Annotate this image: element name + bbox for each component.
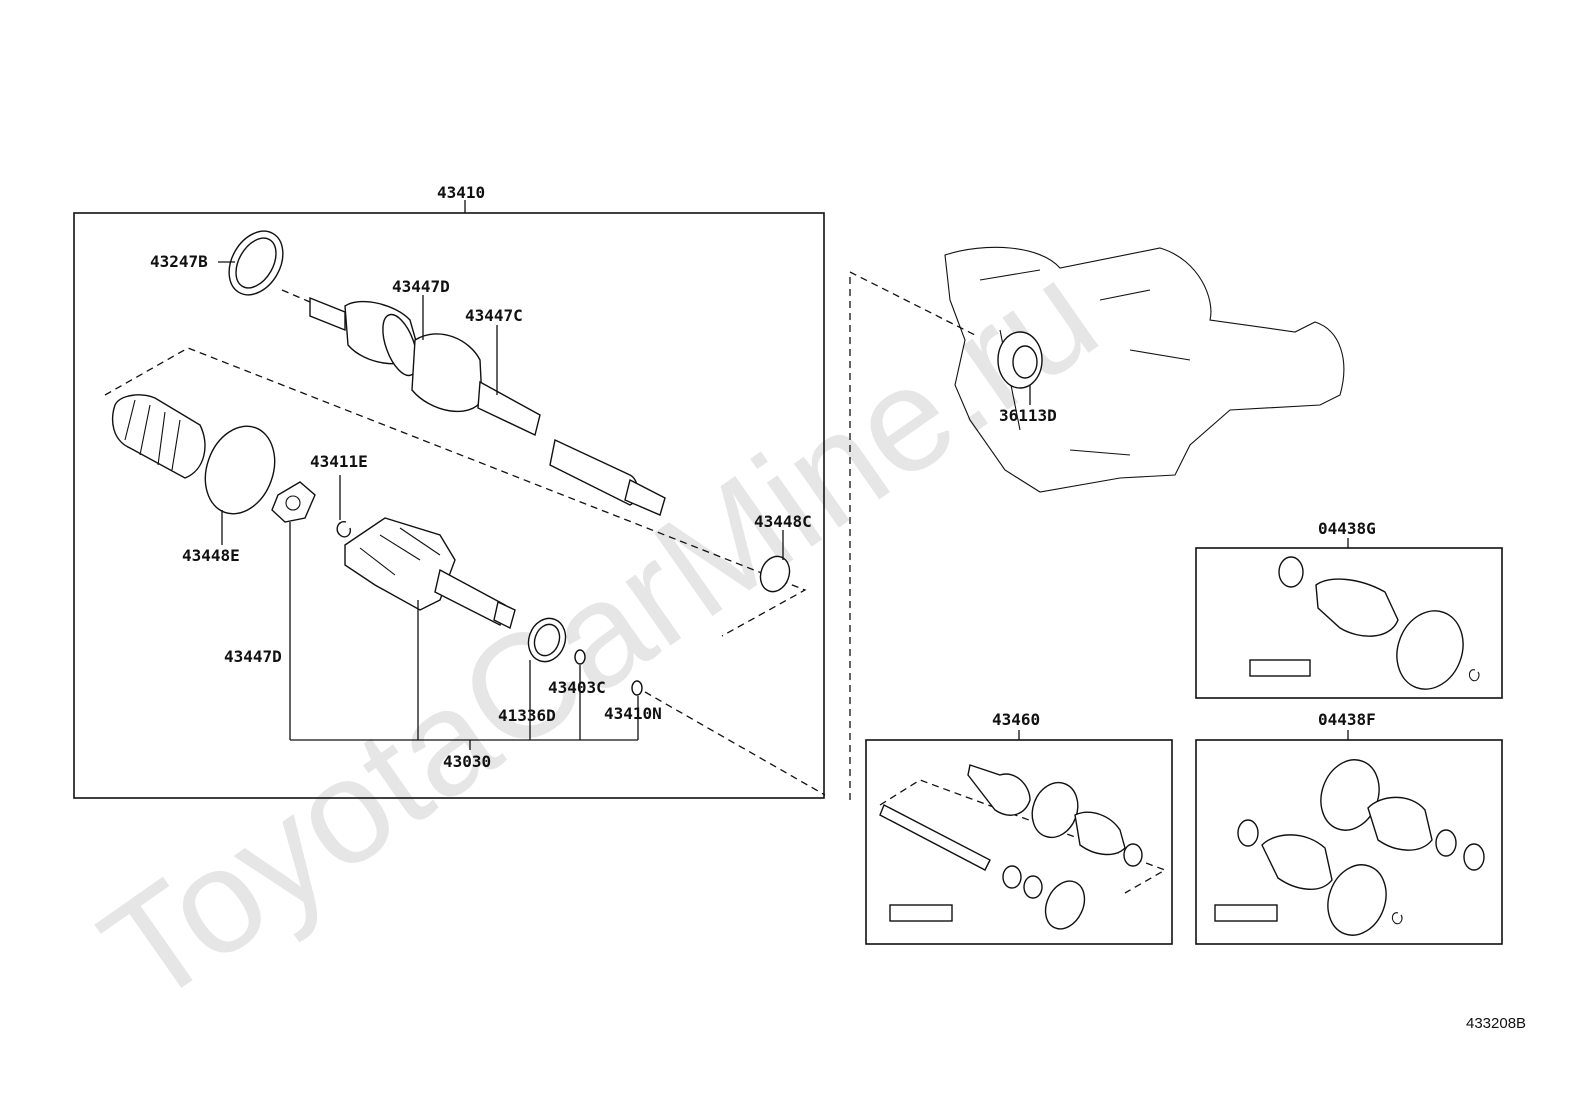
kit-04438G-band-large[interactable] [1386,601,1474,698]
kit-04438F-seal[interactable] [1318,857,1395,944]
boot-band-part[interactable] [194,416,287,523]
kit-04438F-grease[interactable] [1214,904,1278,922]
label-43247B[interactable]: 43247B [150,252,208,271]
kit-04438F-boot-left[interactable] [1261,834,1333,890]
main-box-frame [73,212,825,799]
label-43403C[interactable]: 43403C [548,678,606,697]
small-band-part[interactable] [756,552,795,595]
label-43447C[interactable]: 43447C [465,306,523,325]
kit-43460-shaft[interactable] [879,804,991,871]
watermark: ToyotaCarMine.ru [74,231,1125,1036]
group-bracket-43030 [289,522,639,750]
label-43447D-top[interactable]: 43447D [392,277,450,296]
boot-part[interactable] [112,394,206,479]
snap-ring-part[interactable] [218,222,294,305]
label-43447D-side[interactable]: 43447D [224,647,282,666]
kit-04438G-frame [1195,547,1503,699]
outboard-housing-part[interactable] [344,517,516,630]
label-43030[interactable]: 43030 [443,752,491,771]
connector-dashed [849,270,976,800]
oil-seal-part[interactable] [997,331,1043,389]
label-43448C[interactable]: 43448C [754,512,812,531]
label-43410N[interactable]: 43410N [604,704,662,723]
kit-04438G-boot[interactable] [1315,578,1399,637]
kit-43460-grease[interactable] [889,904,953,922]
kit-04438F: 04438F [1195,710,1503,945]
kit-43460-band[interactable] [1025,776,1085,844]
label-43460[interactable]: 43460 [992,710,1040,729]
inner-group-outline [104,347,807,637]
kit-43460-seal[interactable] [1038,875,1092,936]
main-assembly-group: 43410 43247B 43447D 43447C [73,183,826,799]
kit-04438G-band[interactable] [1278,556,1304,588]
clip-43403C-part[interactable] [574,649,586,665]
label-43448E[interactable]: 43448E [182,546,240,565]
tripod-joint-part[interactable] [271,481,316,523]
kit-04438F-frame [1195,739,1503,945]
label-04438F[interactable]: 04438F [1318,710,1376,729]
kit-43460-joint[interactable] [967,764,1031,816]
drive-shaft-part[interactable] [309,296,666,516]
label-04438G[interactable]: 04438G [1318,519,1376,538]
label-43411E[interactable]: 43411E [310,452,368,471]
label-36113D[interactable]: 36113D [999,406,1057,425]
diagram-reference-code: 433208B [1466,1015,1526,1032]
snap-ring-small-part[interactable] [336,521,352,538]
kit-04438G-grease[interactable] [1249,659,1311,677]
kit-04438G: 04438G [1195,519,1503,699]
kit-43460: 43460 [865,710,1173,945]
clip-43410N-part[interactable] [631,680,643,696]
kit-04438F-boot-right[interactable] [1367,796,1433,851]
kit-43460-boot[interactable] [1074,811,1126,856]
label-41336D[interactable]: 41336D [498,706,556,725]
label-43410[interactable]: 43410 [437,183,485,202]
